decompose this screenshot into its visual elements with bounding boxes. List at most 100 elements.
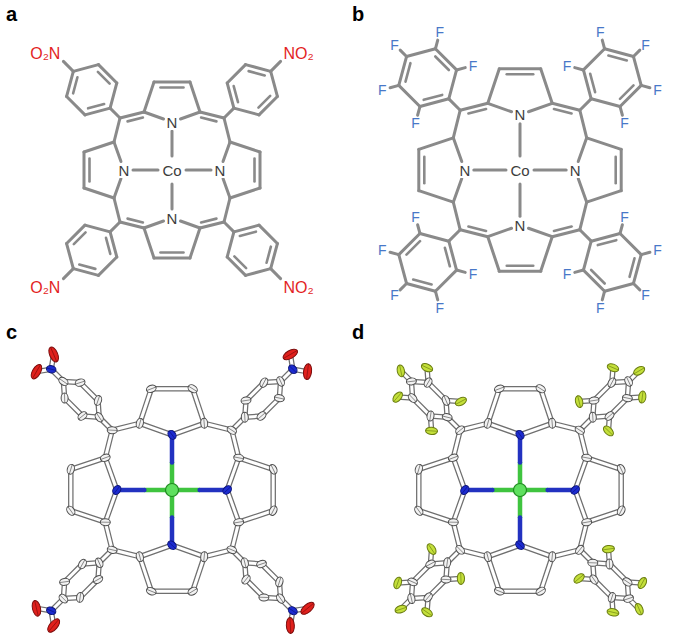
bond	[528, 228, 552, 236]
atom-ellipsoid	[493, 384, 505, 394]
metal-label: Co	[509, 163, 530, 178]
ring-bond	[399, 233, 420, 254]
atom-ellipsoid	[99, 453, 111, 463]
bond	[224, 108, 234, 118]
double-bond	[128, 118, 143, 122]
bond	[110, 108, 120, 118]
fluorine-label: F	[596, 301, 605, 315]
atom-ellipsoid	[76, 592, 84, 603]
ellipsoid-axis	[234, 457, 244, 459]
atom-ellipsoid	[535, 383, 547, 394]
stick-bond	[71, 511, 106, 523]
bond	[190, 82, 200, 112]
ellipsoid-axis	[551, 418, 553, 428]
atom-ellipsoid	[45, 617, 61, 634]
fluorine-label: F	[390, 38, 399, 52]
fluorine-label: F	[620, 116, 629, 130]
stick-bond	[140, 423, 172, 435]
double-bond	[413, 280, 431, 285]
atom-ellipsoid	[166, 539, 178, 551]
ellipsoid-axis	[495, 387, 504, 391]
bond	[620, 225, 622, 234]
stick-bond	[419, 511, 454, 523]
ellipsoid-axis	[394, 393, 402, 402]
atom-ellipsoid	[447, 453, 459, 463]
ellipsoid-axis	[486, 418, 489, 428]
atom-ellipsoid	[426, 411, 434, 422]
ellipsoid-axis	[572, 487, 579, 493]
bond	[580, 99, 591, 110]
atom-ellipsoid	[454, 424, 466, 436]
double-bond	[424, 95, 442, 100]
ellipsoid-axis	[204, 552, 205, 562]
ellipsoid-axis	[224, 487, 231, 493]
atom-label: N	[514, 107, 527, 122]
ellipsoid-axis	[47, 368, 56, 370]
stick-bond	[488, 423, 520, 435]
ellipsoid-axis	[80, 560, 85, 569]
ellipsoid-axis	[623, 397, 633, 399]
atom-ellipsoid	[448, 519, 458, 526]
ellipsoid-axis	[602, 548, 614, 550]
ellipsoid-axis	[241, 400, 251, 402]
atom-ellipsoid	[303, 363, 313, 380]
ring-bond	[399, 85, 420, 106]
double-bond	[630, 258, 635, 276]
stick-bond	[520, 545, 552, 557]
atom-ellipsoid	[29, 363, 44, 381]
atom-ellipsoid	[166, 429, 178, 441]
atom-ellipsoid	[589, 412, 597, 422]
fluorine-label: F	[653, 83, 662, 97]
ellipsoid-axis	[417, 465, 420, 475]
double-bond	[249, 71, 265, 75]
ellipsoid-axis	[536, 589, 545, 594]
bond	[224, 222, 234, 232]
double-bond	[128, 219, 143, 223]
stick-bond	[227, 490, 239, 522]
nitro-label: NO₂	[284, 280, 314, 296]
panel-letter: b	[352, 4, 364, 24]
ellipsoid-axis	[639, 578, 645, 588]
ring-bond	[583, 49, 604, 70]
ellipsoid-axis	[100, 522, 110, 523]
atom-ellipsoid	[107, 426, 117, 434]
bond	[435, 40, 437, 49]
atom-ellipsoid	[588, 559, 598, 566]
atom-ellipsoid	[135, 418, 144, 430]
atom-ellipsoid	[602, 545, 615, 554]
atom-ellipsoid	[226, 425, 238, 436]
bond	[419, 191, 454, 203]
atom-ellipsoid	[514, 539, 526, 551]
atom-ellipsoid	[606, 607, 619, 617]
bond	[417, 149, 420, 190]
ellipsoid-axis	[301, 603, 313, 613]
double-bond	[240, 232, 256, 236]
ellipsoid-axis	[169, 431, 175, 439]
atom-ellipsoid	[406, 377, 417, 385]
atom-ellipsoid	[574, 544, 586, 556]
ellipsoid-axis	[428, 544, 435, 554]
double-bond	[406, 241, 420, 255]
metal-bond	[171, 184, 174, 209]
atom-ellipsoid	[240, 573, 252, 585]
ring-bond	[407, 49, 436, 57]
fluorine-label: F	[436, 301, 445, 315]
metal-bond	[534, 169, 566, 172]
double-bond	[253, 158, 256, 181]
bond	[154, 257, 190, 260]
fluorine-label: F	[596, 25, 605, 39]
stick-bond	[499, 590, 540, 593]
atom-ellipsoid	[259, 594, 269, 601]
atom-ellipsoid	[66, 463, 76, 475]
ellipsoid-axis	[444, 396, 448, 405]
ellipsoid-axis	[47, 609, 56, 613]
atom-ellipsoid	[638, 391, 647, 404]
metal-bond	[171, 131, 174, 156]
ellipsoid-axis	[307, 364, 309, 380]
atom-ellipsoid	[636, 576, 648, 590]
atom-ellipsoid	[256, 559, 268, 569]
fluorine-label: F	[563, 59, 572, 73]
metal-bond	[519, 124, 522, 156]
ellipsoid-axis	[425, 594, 431, 602]
atom-ellipsoid	[422, 591, 434, 603]
